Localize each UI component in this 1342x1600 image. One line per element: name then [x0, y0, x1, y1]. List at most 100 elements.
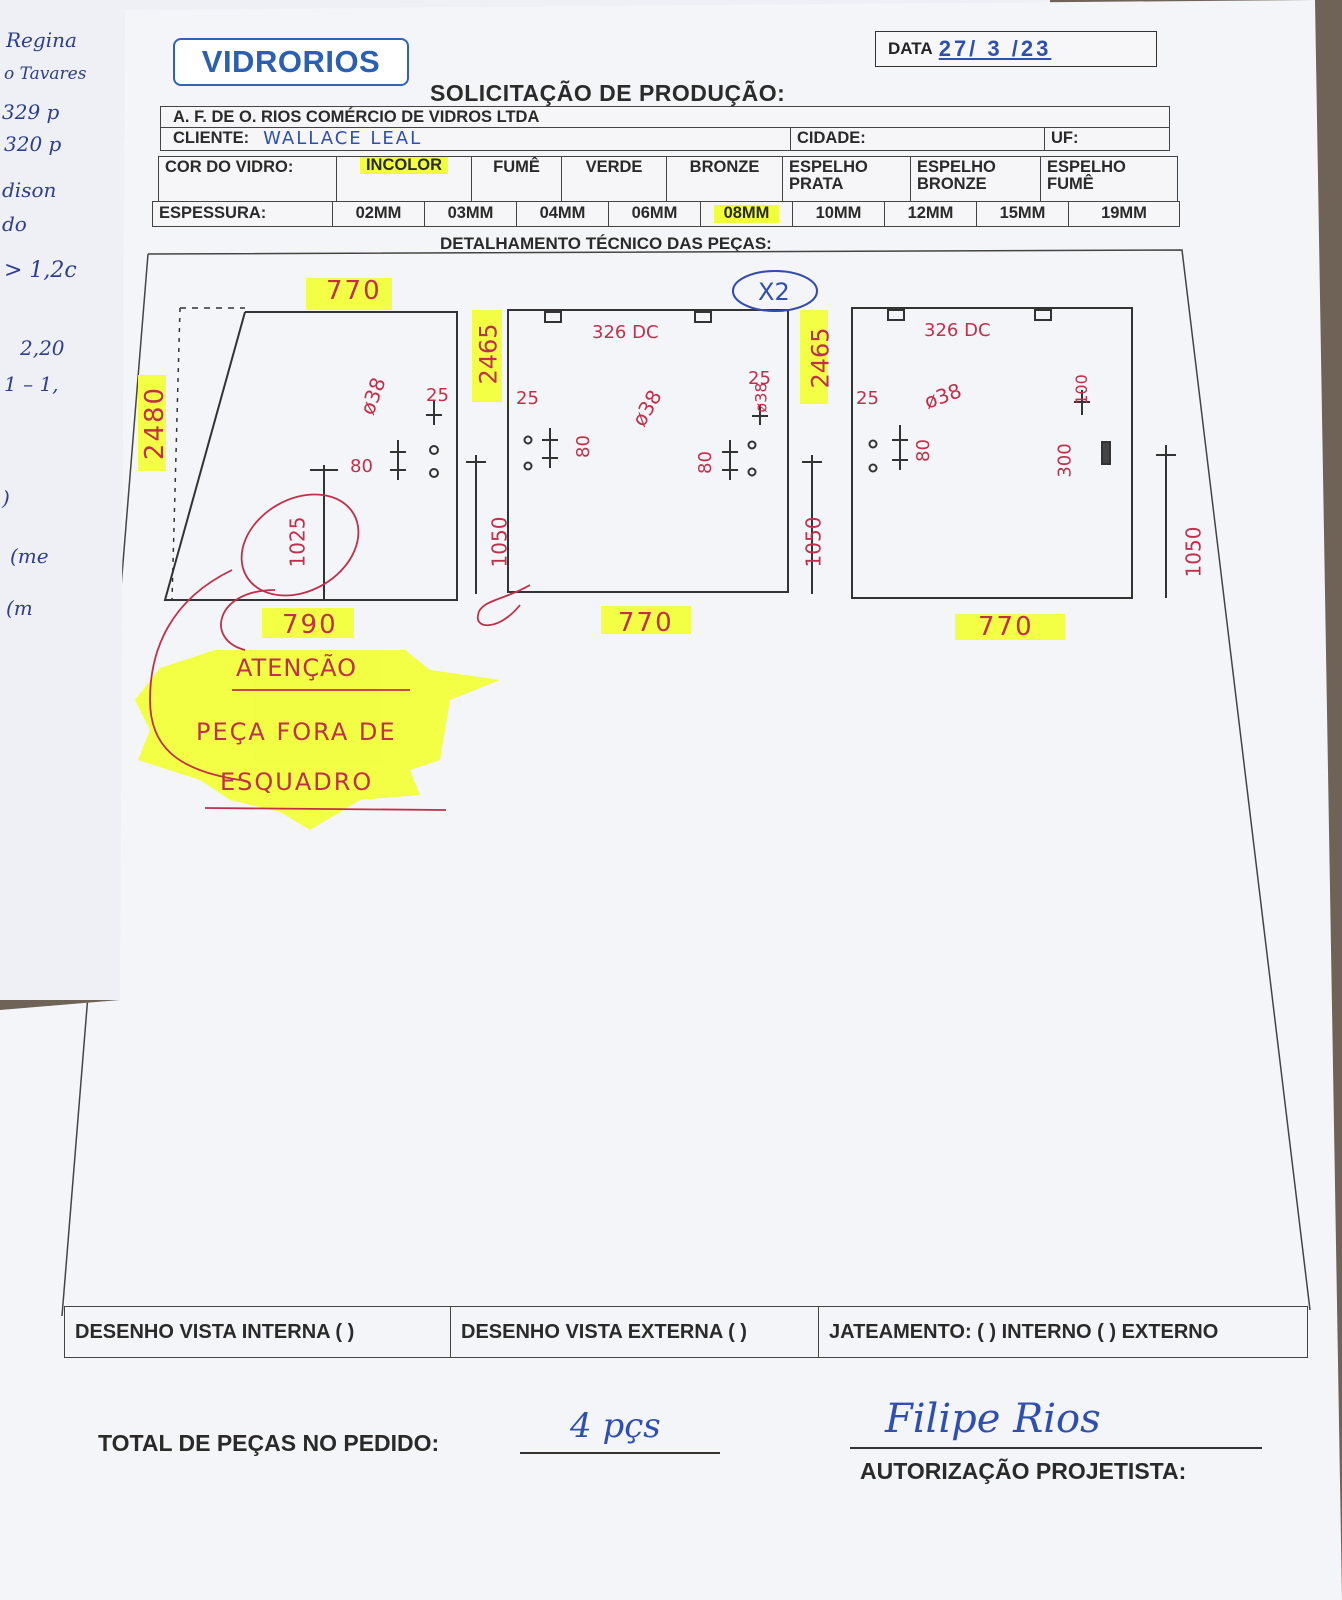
- glass-color-label: COR DO VIDRO:: [159, 157, 337, 201]
- blue-annotation-lines: [732, 270, 818, 312]
- glass-color-row: COR DO VIDRO: INCOLOR FUMÊ VERDE BRONZE …: [158, 156, 1178, 202]
- blasting-option: JATEAMENTO: ( ) INTERNO ( ) EXTERNO: [829, 1320, 1219, 1343]
- client-row: CLIENTE: WALLACE LEAL CIDADE: UF:: [160, 127, 1170, 151]
- piece3-hole-spacing: 80: [912, 439, 934, 462]
- designer-authorization-label: AUTORIZAÇÃO PROJETISTA:: [860, 1458, 1187, 1484]
- highlight: [472, 310, 502, 402]
- piece2-right-hole-diameter: ø38: [751, 382, 771, 413]
- internal-view-option: DESENHO VISTA INTERNA ( ): [65, 1307, 451, 1357]
- piece2-height-dimension: 2465: [474, 323, 503, 385]
- back-note: Regina: [6, 28, 77, 52]
- highlighter-marks: [135, 278, 1065, 830]
- highlight: [138, 375, 166, 471]
- thickness-option: 10MM: [793, 202, 885, 226]
- color-option-espelho-prata: ESPELHO PRATA: [783, 157, 911, 201]
- color-option-incolor: INCOLOR: [337, 156, 472, 201]
- piece2-left-edge: 25: [516, 388, 539, 409]
- back-note: 329 p: [2, 100, 60, 124]
- highlight: [306, 278, 392, 310]
- highlight: [262, 608, 354, 638]
- color-option-fume: FUMÊ: [472, 157, 562, 201]
- quantity-mark: X2: [758, 278, 790, 306]
- thickness-option: 04MM: [517, 202, 609, 226]
- color-option-bronze: BRONZE: [667, 157, 783, 201]
- external-view-option: DESENHO VISTA EXTERNA ( ): [451, 1307, 819, 1357]
- thickness-option: 03MM: [425, 202, 517, 226]
- piece1-hole-spacing: 80: [350, 456, 373, 477]
- client-cell: CLIENTE: WALLACE LEAL: [161, 128, 791, 150]
- piece1-edge-distance: 25: [426, 385, 449, 406]
- thickness-option-selected: 08MM: [701, 202, 793, 226]
- back-note: o Tavares: [4, 64, 87, 84]
- total-pieces-value: 4 pçs: [570, 1406, 661, 1446]
- piece3-edge-distance: 25: [856, 388, 879, 409]
- total-pieces-line: [520, 1452, 720, 1454]
- piece-2-outline: [466, 309, 822, 594]
- piece3-left-side-dimension: 1050: [801, 516, 826, 568]
- piece3-bottom-dimension: 770: [978, 612, 1034, 642]
- date-value: 27/ 3 /23: [938, 36, 1052, 61]
- color-option-espelho-bronze: ESPELHO BRONZE: [911, 157, 1041, 201]
- color-option-espelho-fume: ESPELHO FUMÊ: [1047, 158, 1126, 194]
- piece-3-outline: [851, 307, 1176, 599]
- piece1-bottom-dimension: 790: [282, 610, 338, 640]
- thickness-option: 19MM: [1101, 204, 1147, 223]
- piece3-right-top-dimension: 100: [1071, 374, 1091, 405]
- technical-detail-title: DETALHAMENTO TÉCNICO DAS PEÇAS:: [440, 234, 772, 253]
- piece3-height-dimension: 2465: [806, 327, 835, 389]
- piece2-hole-spacing: 80: [572, 435, 594, 458]
- client-value: WALLACE LEAL: [263, 127, 423, 149]
- piece3-side-dimension: 1050: [1181, 526, 1206, 578]
- warning-line-1: PEÇA FORA DE: [196, 718, 397, 746]
- highlight: [135, 650, 500, 830]
- footer-options-row: DESENHO VISTA INTERNA ( ) DESENHO VISTA …: [64, 1306, 1308, 1358]
- warning-title: ATENÇÃO: [236, 654, 357, 682]
- piece1-inner-dimension: 1025: [285, 516, 310, 568]
- company-row: A. F. DE O. RIOS COMÉRCIO DE VIDROS LTDA: [160, 106, 1170, 128]
- uf-label: UF:: [1051, 129, 1079, 148]
- back-note: 320 p: [4, 132, 62, 156]
- warning-line-2: ESQUADRO: [220, 768, 374, 796]
- date-label: DATA: [888, 39, 933, 58]
- highlight: [955, 614, 1065, 640]
- piece3-right-mid-dimension: 300: [1054, 443, 1076, 478]
- back-note: > 1,2c: [4, 258, 77, 283]
- client-label: CLIENTE:: [173, 129, 250, 148]
- city-label: CIDADE:: [791, 128, 1045, 150]
- company-name: A. F. DE O. RIOS COMÉRCIO DE VIDROS LTDA: [173, 107, 540, 126]
- piece2-right-hole-spacing: 80: [694, 451, 716, 474]
- thickness-label: ESPESSURA:: [153, 202, 333, 226]
- back-note: (m: [6, 596, 33, 620]
- back-note: do: [2, 212, 27, 236]
- designer-signature: Filipe Rios: [885, 1396, 1101, 1442]
- total-pieces-label: TOTAL DE PEÇAS NO PEDIDO:: [98, 1430, 440, 1456]
- signature-line: [850, 1447, 1262, 1449]
- drawing-frame-line: [147, 249, 1311, 1311]
- piece3-top-note: 326 DC: [924, 320, 991, 341]
- back-note: ): [2, 486, 10, 510]
- piece2-right-edge: 25: [748, 368, 771, 389]
- piece2-bottom-dimension: 770: [618, 608, 674, 638]
- piece1-height-dimension: 2480: [140, 385, 171, 461]
- form-title: SOLICITAÇÃO DE PRODUÇÃO:: [430, 80, 786, 106]
- piece1-top-dimension: 770: [326, 276, 382, 306]
- back-note: dison: [2, 178, 57, 202]
- thickness-row: ESPESSURA: 02MM 03MM 04MM 06MM 08MM 10MM…: [152, 201, 1180, 227]
- back-note: 1 – 1,: [4, 372, 59, 396]
- highlight: [601, 606, 691, 634]
- thickness-option: 15MM: [977, 202, 1069, 226]
- back-note: (me: [10, 544, 49, 568]
- back-note: 2,20: [20, 336, 65, 360]
- piece-1-outline: [163, 307, 458, 601]
- highlight: [800, 310, 828, 404]
- company-logo: VIDRORIOS: [173, 38, 409, 86]
- thickness-option: 12MM: [885, 202, 977, 226]
- thickness-option: 02MM: [333, 202, 425, 226]
- piece2-side-dimension: 1050: [487, 516, 512, 568]
- thickness-option: 06MM: [609, 202, 701, 226]
- color-option-verde: VERDE: [562, 157, 667, 201]
- date-field: DATA 27/ 3 /23: [875, 31, 1157, 67]
- piece2-top-note: 326 DC: [592, 322, 659, 343]
